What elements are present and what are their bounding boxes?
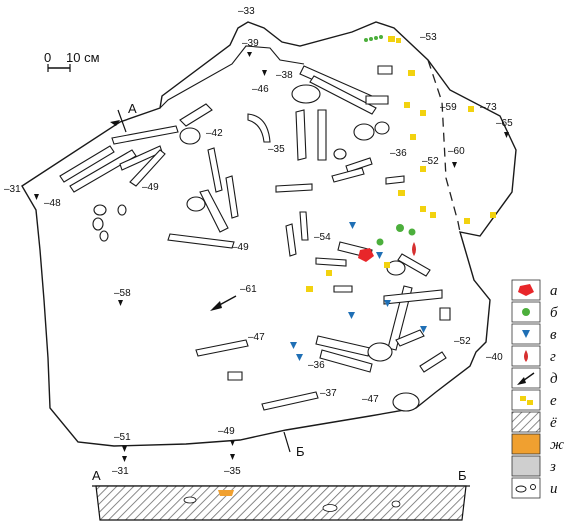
scale-zero-label: 0 [44,50,51,65]
skeletal-remains [59,65,451,412]
depth-label: –35 [224,466,241,477]
pit-wall-line [159,45,305,109]
legend: а б в г д е ё ж з [511,279,564,499]
depth-label: –33 [238,6,255,17]
section-label-right: Б [458,468,467,483]
depth-label: –31 [112,466,129,477]
legend-letter: б [550,305,558,321]
depth-label: –65 [496,118,513,129]
find-red-polygon [358,248,374,262]
depth-label: –60 [448,146,465,157]
scale-bar: 0 10 см [44,50,100,72]
depth-label: –54 [314,232,331,243]
legend-letter: ё [550,415,557,431]
legend-letter: и [550,481,558,497]
red-drop-icon [524,350,528,362]
depth-label: –53 [420,32,437,43]
orange-fill-icon [511,433,541,455]
legend-letter: г [550,349,556,365]
legend-letter: в [550,327,557,343]
finds-ochre [306,36,496,292]
legend-letter: е [550,393,557,409]
section-marker-b: Б [283,431,305,459]
black-arrow-icon [517,372,535,385]
depth-label: –52 [454,336,471,347]
depth-label: –73 [480,102,497,113]
depth-label: –47 [362,394,379,405]
gray-fill-icon [511,455,541,477]
finds-blue [290,222,427,361]
section-marker-a: А [110,101,137,133]
depth-label: –31 [4,184,21,195]
find-arrow [210,295,237,311]
depth-label: –61 [240,284,257,295]
scale-ten-label: 10 см [66,50,100,65]
depth-labels: –33 –39 –53 –38 –46 –59 –73 –65 –42 –35 … [4,6,513,477]
cross-section: А Б [92,468,470,521]
depth-label: –42 [206,128,223,139]
hatched-fill-icon [511,411,541,433]
depth-label: –49 [232,242,249,253]
red-polygon-icon [518,284,534,296]
green-dot-icon [522,308,530,316]
section-marker-a-label: А [128,101,137,116]
depth-label: –49 [142,182,159,193]
depth-label: –36 [390,148,407,159]
legend-letter: а [550,283,558,299]
section-label-left: А [92,468,101,483]
boundary-dashed-line [427,59,461,233]
depth-label: –51 [114,432,131,443]
excavation-outline [21,21,517,447]
depth-label: –52 [422,156,439,167]
depth-label: –58 [114,288,131,299]
depth-label: –38 [276,70,293,81]
depth-label: –37 [320,388,337,399]
depth-label: –49 [218,426,235,437]
legend-letter: ж [550,437,564,453]
depth-label: –46 [252,84,269,95]
depth-label: –36 [308,360,325,371]
blue-triangle-icon [522,330,530,338]
depth-label: –48 [44,198,61,209]
depth-label: –59 [440,102,457,113]
depth-label: –39 [242,38,259,49]
yellow-flakes-icon [520,396,533,405]
find-red-drop [412,242,416,256]
finds-green [364,35,416,246]
legend-letter: д [550,371,558,387]
depth-label: –40 [486,352,503,363]
depth-label: –35 [268,144,285,155]
stones-icon [515,484,536,493]
section-marker-b-label: Б [296,444,305,459]
depth-label: –47 [248,332,265,343]
legend-letter: з [549,459,556,475]
